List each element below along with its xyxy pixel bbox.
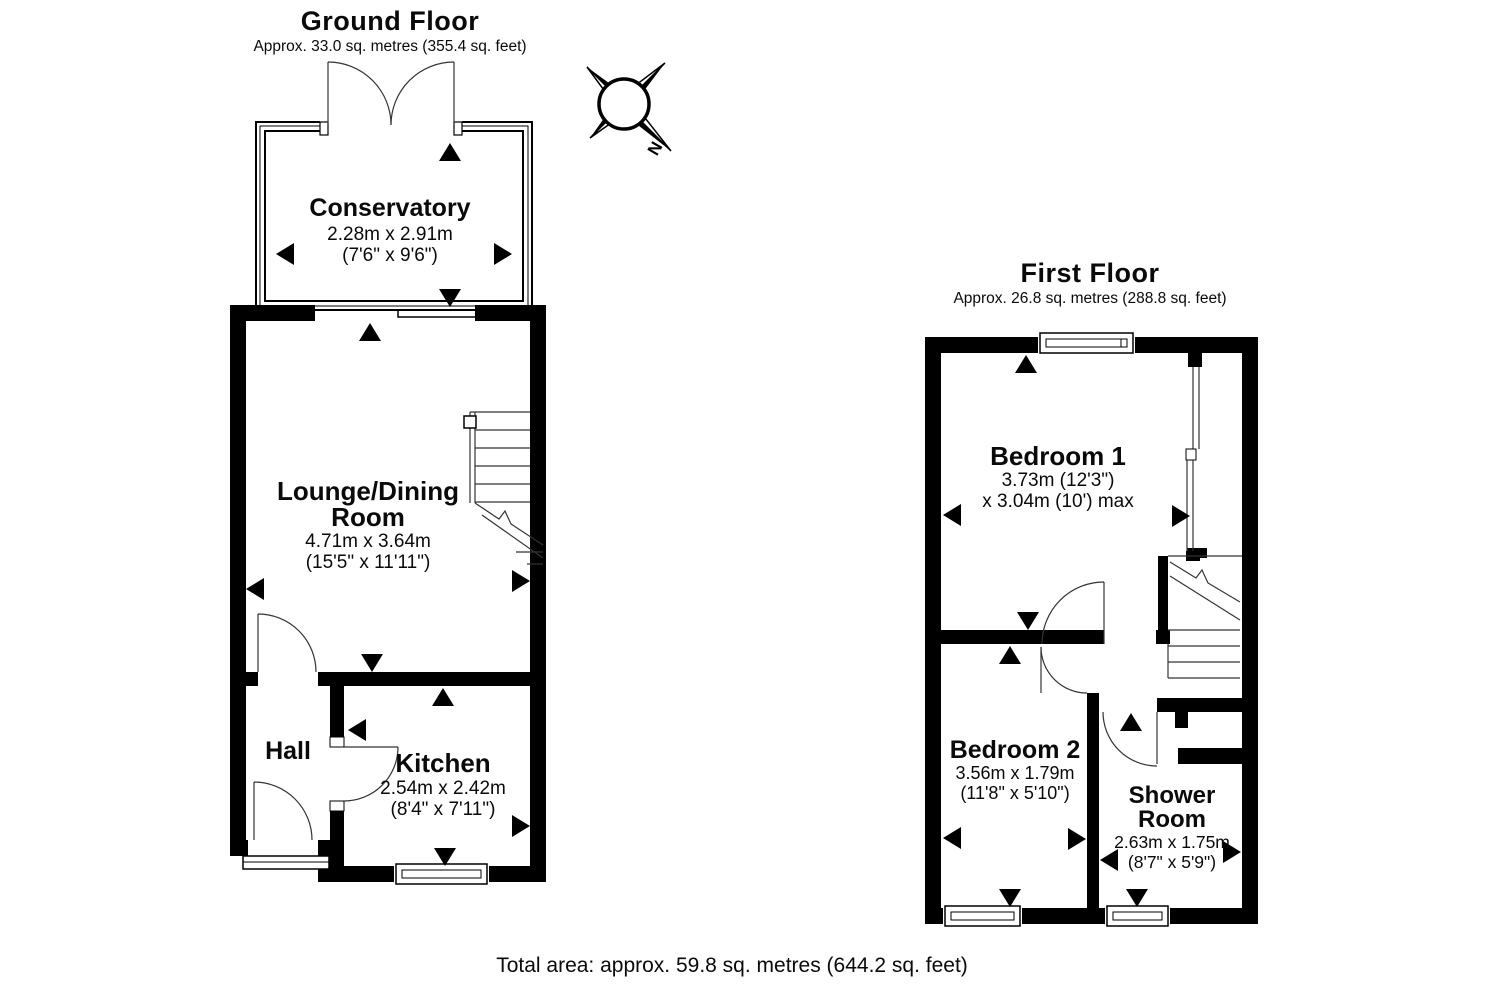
room-label-kitchen: Kitchen: [395, 748, 491, 778]
total-area-text: Total area: approx. 59.8 sq. metres (644…: [496, 954, 968, 977]
first-floor-doors: [1040, 581, 1158, 767]
first-floor-title: First Floor: [1020, 258, 1160, 288]
ground-floor-subtitle: Approx. 33.0 sq. metres (355.4 sq. feet): [253, 38, 527, 55]
room-imperial-shower: (8'7" x 5'9"): [1127, 852, 1217, 872]
room-label-shower-line2: Room: [1138, 806, 1206, 833]
staircase-ground-floor: [463, 411, 544, 565]
kitchen-window: [394, 862, 489, 886]
room-metric-kitchen: 2.54m x 2.42m: [380, 778, 506, 799]
ground-floor-dimension-arrows: [246, 143, 530, 866]
staircase-first-floor: [1167, 555, 1242, 679]
room-label-shower-line1: Shower: [1128, 782, 1216, 809]
room-metric2-bedroom1: x 3.04m (10') max: [982, 491, 1134, 512]
room-imperial-lounge: (15'5" x 11'11"): [305, 552, 431, 573]
room-label-conservatory: Conservatory: [309, 194, 471, 222]
room-imperial-bedroom2: (11'8" x 5'10"): [960, 783, 1070, 803]
first-floor-dimension-arrows: [943, 355, 1241, 907]
room-label-lounge-line1: Lounge/Dining: [277, 476, 459, 506]
room-label-bedroom1: Bedroom 1: [990, 441, 1126, 471]
room-label-bedroom2: Bedroom 2: [949, 736, 1081, 764]
first-floor-windows: [943, 332, 1170, 927]
ground-floor-doors: [253, 613, 399, 841]
compass-rose-icon: [586, 62, 672, 152]
ground-floor-walls: [230, 305, 546, 882]
ground-floor-title: Ground Floor: [300, 6, 480, 36]
room-metric-lounge: 4.71m x 3.64m: [305, 531, 431, 552]
conservatory-french-doors: [327, 61, 455, 126]
room-imperial-conservatory: (7'6" x 9'6"): [342, 245, 438, 266]
front-door-threshold: [242, 855, 330, 870]
patio-opening-line: [315, 309, 475, 318]
room-imperial-kitchen: (8'4" x 7'11"): [390, 799, 496, 820]
room-metric-bedroom1: 3.73m (12'3"): [1001, 470, 1115, 491]
first-floor-subtitle: Approx. 26.8 sq. metres (288.8 sq. feet): [953, 290, 1227, 307]
room-label-lounge-line2: Room: [331, 502, 405, 532]
bedroom1-partition: [1185, 367, 1200, 551]
room-metric-conservatory: 2.28m x 2.91m: [327, 224, 453, 245]
room-label-hall: Hall: [265, 737, 311, 765]
room-metric-bedroom2: 3.56m x 1.79m: [955, 763, 1075, 783]
room-metric-shower: 2.63m x 1.75m: [1114, 832, 1230, 852]
